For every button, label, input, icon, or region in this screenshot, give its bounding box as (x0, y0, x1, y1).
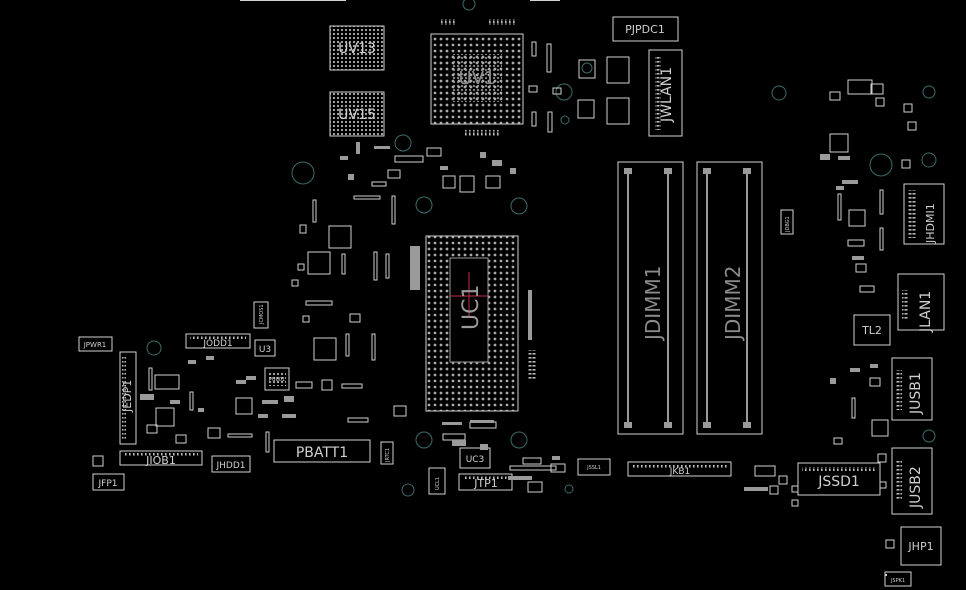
connector-jdbg1[interactable]: JDBG1 (780, 209, 794, 235)
tiny-pads (140, 142, 887, 576)
chip-uv13-label: UV13 (338, 41, 376, 57)
chip-u3[interactable]: U3 (254, 339, 276, 357)
connector-jlan1-label: JLAN1 (918, 291, 934, 333)
chip-u3-label: U3 (259, 345, 271, 355)
connector-jkb1[interactable]: JKB1 (627, 461, 732, 477)
chip-uv1[interactable]: UV1 (430, 19, 524, 136)
connector-jrtc1[interactable]: JRTC1 (380, 441, 394, 465)
connector-jodd1[interactable]: JODD1 (185, 333, 251, 349)
connector-jcmos1[interactable]: JCMOS1 (253, 301, 269, 329)
connector-jhdd1-label: JHDD1 (215, 461, 245, 471)
chip-pu601[interactable]: PU601 (264, 367, 290, 391)
connector-jspk1[interactable]: JSPK1 (884, 571, 912, 587)
connector-jhdmi1-label: JHDMI1 (924, 203, 937, 244)
chip-uv1-label: UV1 (459, 68, 496, 89)
connector-jhp1-label: JHP1 (907, 540, 933, 553)
connector-jpwr1-label: JPWR1 (83, 341, 107, 349)
connector-jtp1[interactable]: JTP1 (458, 473, 513, 491)
chip-ucl1[interactable]: UCL1 (428, 467, 446, 495)
connector-pbatt1[interactable]: PBATT1 (273, 439, 371, 463)
connector-jssd1[interactable]: JSSD1 (744, 462, 881, 496)
connector-jusb1-label: JUSB1 (908, 372, 924, 415)
chip-uc1[interactable]: UC1 (425, 235, 536, 412)
connector-jusb2[interactable]: JUSB2 (891, 447, 933, 515)
connector-jwlan1[interactable]: JWLAN1 (648, 49, 683, 137)
connector-jedp1[interactable]: JEDP1 (119, 351, 137, 445)
chip-uv15[interactable]: UV15 (329, 91, 385, 137)
chip-uc3-label: UC3 (466, 455, 485, 465)
connector-jcmos1-label: JCMOS1 (259, 304, 265, 325)
connector-jfp1-label: JFP1 (98, 479, 118, 489)
connector-jhp1[interactable]: JHP1 (900, 526, 942, 566)
connector-jhdd1[interactable]: JHDD1 (211, 455, 251, 473)
connector-jiob1[interactable]: JIOB1 (119, 450, 203, 467)
connector-pjpdc1-label: PJPDC1 (625, 23, 665, 36)
chip-pu601-label: PU601 (269, 377, 285, 383)
transformer-tl2[interactable]: TL2 (853, 314, 891, 346)
connector-jhdmi1[interactable]: JHDMI1 (903, 183, 945, 245)
slot-jdimm1[interactable]: JDIMM1 (617, 161, 684, 435)
connector-jusb2-label: JUSB2 (908, 466, 924, 509)
connector-jiob1-label: JIOB1 (145, 454, 176, 467)
connector-pbatt1-label: PBATT1 (296, 445, 348, 461)
connector-jedp1-label: JEDP1 (121, 380, 134, 413)
chip-uc1-label: UC1 (459, 285, 484, 330)
connector-jtp1-label: JTP1 (473, 477, 498, 490)
connector-jfp1[interactable]: JFP1 (92, 473, 125, 491)
connector-jssd1-label: JSSD1 (817, 474, 860, 490)
connector-jssl1-label: JSSL1 (586, 465, 601, 471)
chip-uv13[interactable]: UV13 (329, 25, 385, 71)
connector-jspk1-label: JSPK1 (890, 578, 905, 584)
connector-jrtc1-label: JRTC1 (385, 448, 391, 463)
chip-uv15-label: UV15 (338, 107, 376, 123)
slot-jdimm2[interactable]: JDIMM2 (696, 161, 763, 435)
connector-jssl1[interactable]: JSSL1 (577, 458, 611, 476)
connector-pjpdc1[interactable]: PJPDC1 (612, 16, 679, 42)
connector-jpwr1[interactable]: JPWR1 (78, 336, 113, 352)
connector-jdbg1-label: JDBG1 (785, 216, 791, 233)
connector-jkb1-label: JKB1 (669, 467, 690, 477)
connector-jwlan1-label: JWLAN1 (659, 67, 675, 123)
board-top-edge (240, 0, 560, 11)
connector-jodd1-label: JODD1 (202, 339, 232, 349)
mounting-holes (146, 62, 937, 497)
slot-jdimm1-label: JDIMM1 (641, 266, 665, 342)
connector-jusb1[interactable]: JUSB1 (891, 357, 933, 421)
chip-uc3[interactable]: UC3 (459, 447, 491, 469)
small-components (92, 41, 917, 549)
chip-ucl1-label: UCL1 (435, 477, 441, 490)
transformer-tl2-label: TL2 (861, 324, 882, 337)
connector-jlan1[interactable]: JLAN1 (897, 273, 945, 333)
slot-jdimm2-label: JDIMM2 (721, 266, 745, 342)
